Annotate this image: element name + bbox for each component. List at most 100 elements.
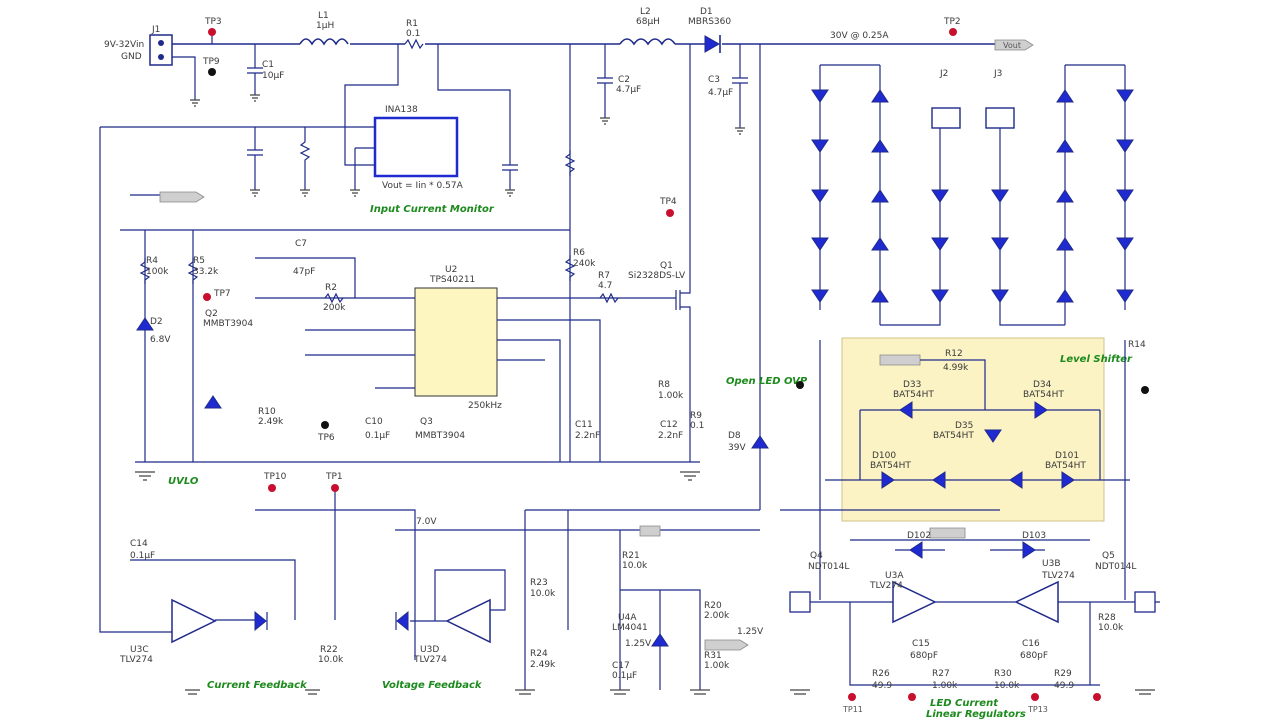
u3d-label: U3D <box>420 645 439 655</box>
u3b-part: TLV274 <box>1041 571 1075 581</box>
u3b-label: U3B <box>1042 559 1061 569</box>
u1-equation: Vout = Iin * 0.57A <box>382 181 464 191</box>
tp11-label: TP11 <box>842 705 863 714</box>
d34-label: D34 <box>1033 380 1052 390</box>
u3d-part: TLV274 <box>413 655 447 665</box>
tp7-dot <box>203 293 211 301</box>
tp2-label: TP2 <box>943 17 961 27</box>
q1-value: Si2328DS-LV <box>628 271 686 281</box>
r5-value: 33.2k <box>193 267 219 277</box>
r9-value: 0.1 <box>690 421 704 431</box>
tp7-label: TP7 <box>213 289 231 299</box>
u3a-label: U3A <box>885 571 904 581</box>
r4-label: R4 <box>146 256 158 266</box>
q2-value: MMBT3904 <box>203 319 253 329</box>
r29-value: 49.9 <box>1054 681 1074 691</box>
vout-net-label: Vout <box>1003 41 1021 50</box>
r24-label: R24 <box>530 649 548 659</box>
r21-value: 10.0k <box>622 561 648 571</box>
tp13-dot <box>1031 693 1039 701</box>
j1-connector <box>149 34 173 66</box>
linear-regulators-note: Linear Regulators <box>926 709 1026 720</box>
d8-label: D8 <box>728 431 741 441</box>
c3-value: 4.7μF <box>708 88 733 98</box>
tp4-dot <box>666 209 674 217</box>
tp2-dot <box>949 28 957 36</box>
tp4-label: TP4 <box>659 197 677 207</box>
c2-value: 4.7μF <box>616 85 641 95</box>
led-string-3 <box>931 189 949 303</box>
r20-value: 2.00k <box>704 611 730 621</box>
c15-value: 680pF <box>910 651 938 661</box>
r1-value: 0.1 <box>406 29 420 39</box>
q1-label: Q1 <box>660 261 673 271</box>
l1-label: L1 <box>318 11 329 21</box>
input-current-monitor-note: Input Current Monitor <box>370 204 495 215</box>
r23-value: 10.0k <box>530 589 556 599</box>
r22-value: 10.0k <box>318 655 344 665</box>
c17-value: 0.1μF <box>612 671 637 681</box>
r28-label: R28 <box>1098 613 1116 623</box>
rail-label: 30V @ 0.25A <box>830 31 889 41</box>
tp10-label: TP10 <box>263 472 287 482</box>
r10-value: 2.49k <box>258 417 284 427</box>
d102-diode <box>909 541 923 559</box>
r1-label: R1 <box>406 19 418 29</box>
r27-label: R27 <box>932 669 950 679</box>
d100-label: D100 <box>872 451 896 461</box>
l1-inductor <box>299 38 349 46</box>
q4-mosfet <box>789 591 811 613</box>
d100-value: BAT54HT <box>870 461 911 471</box>
tp1-dot <box>331 484 339 492</box>
j1-label: J1 <box>151 25 160 35</box>
l2-inductor <box>619 38 676 46</box>
l2-label: L2 <box>640 7 651 17</box>
c17-label: C17 <box>612 661 630 671</box>
c2-label: C2 <box>618 75 630 85</box>
c11-value: 2.2nF <box>575 431 600 441</box>
q3-value: MMBT3904 <box>415 431 465 441</box>
d33-label: D33 <box>903 380 921 390</box>
tp11-dot <box>848 693 856 701</box>
c15-label: C15 <box>912 639 930 649</box>
tp3-label: TP3 <box>204 17 222 27</box>
led-string-4 <box>991 189 1009 303</box>
c1-label: C1 <box>262 60 274 70</box>
gnd-label: GND <box>121 52 142 62</box>
r26-value: 49.9 <box>872 681 892 691</box>
c14-label: C14 <box>130 539 148 549</box>
r1-resistor <box>404 38 424 50</box>
c10-label: C10 <box>365 417 383 427</box>
c16-label: C16 <box>1022 639 1040 649</box>
d6-diode <box>396 610 409 632</box>
tp14-dot <box>1093 693 1101 701</box>
vout-net-flag <box>994 39 1034 51</box>
c11-label: C11 <box>575 420 593 430</box>
r31-value: 1.00k <box>704 661 730 671</box>
r30-value: 10.0k <box>994 681 1020 691</box>
d101-label: D101 <box>1055 451 1079 461</box>
open-led-ovp-note: Open LED OVP <box>726 376 808 387</box>
r26-label: R26 <box>872 669 890 679</box>
r9-label: R9 <box>690 411 702 421</box>
c10-value: 0.1μF <box>365 431 390 441</box>
d8-value: 39V <box>728 443 746 453</box>
u4-label: U4A <box>618 613 637 623</box>
tp6-label: TP6 <box>317 433 335 443</box>
r27-value: 1.00k <box>932 681 958 691</box>
l1-value: 1μH <box>316 21 334 31</box>
u3b-opamp <box>1014 580 1059 624</box>
u2-value: TPS40211 <box>429 275 475 285</box>
tp13-label: TP13 <box>1027 705 1048 714</box>
tp3-dot <box>208 28 216 36</box>
u1-ina138 <box>373 116 459 178</box>
u3d-opamp <box>445 598 491 644</box>
tp9-dot <box>208 68 216 76</box>
r12-value: 4.99k <box>943 363 969 373</box>
d35-value: BAT54HT <box>933 431 974 441</box>
c7-label: C7 <box>295 239 307 249</box>
r30-label: R30 <box>994 669 1012 679</box>
j2-label: J2 <box>939 69 948 79</box>
input-range-label: 9V-32Vin <box>104 40 144 50</box>
